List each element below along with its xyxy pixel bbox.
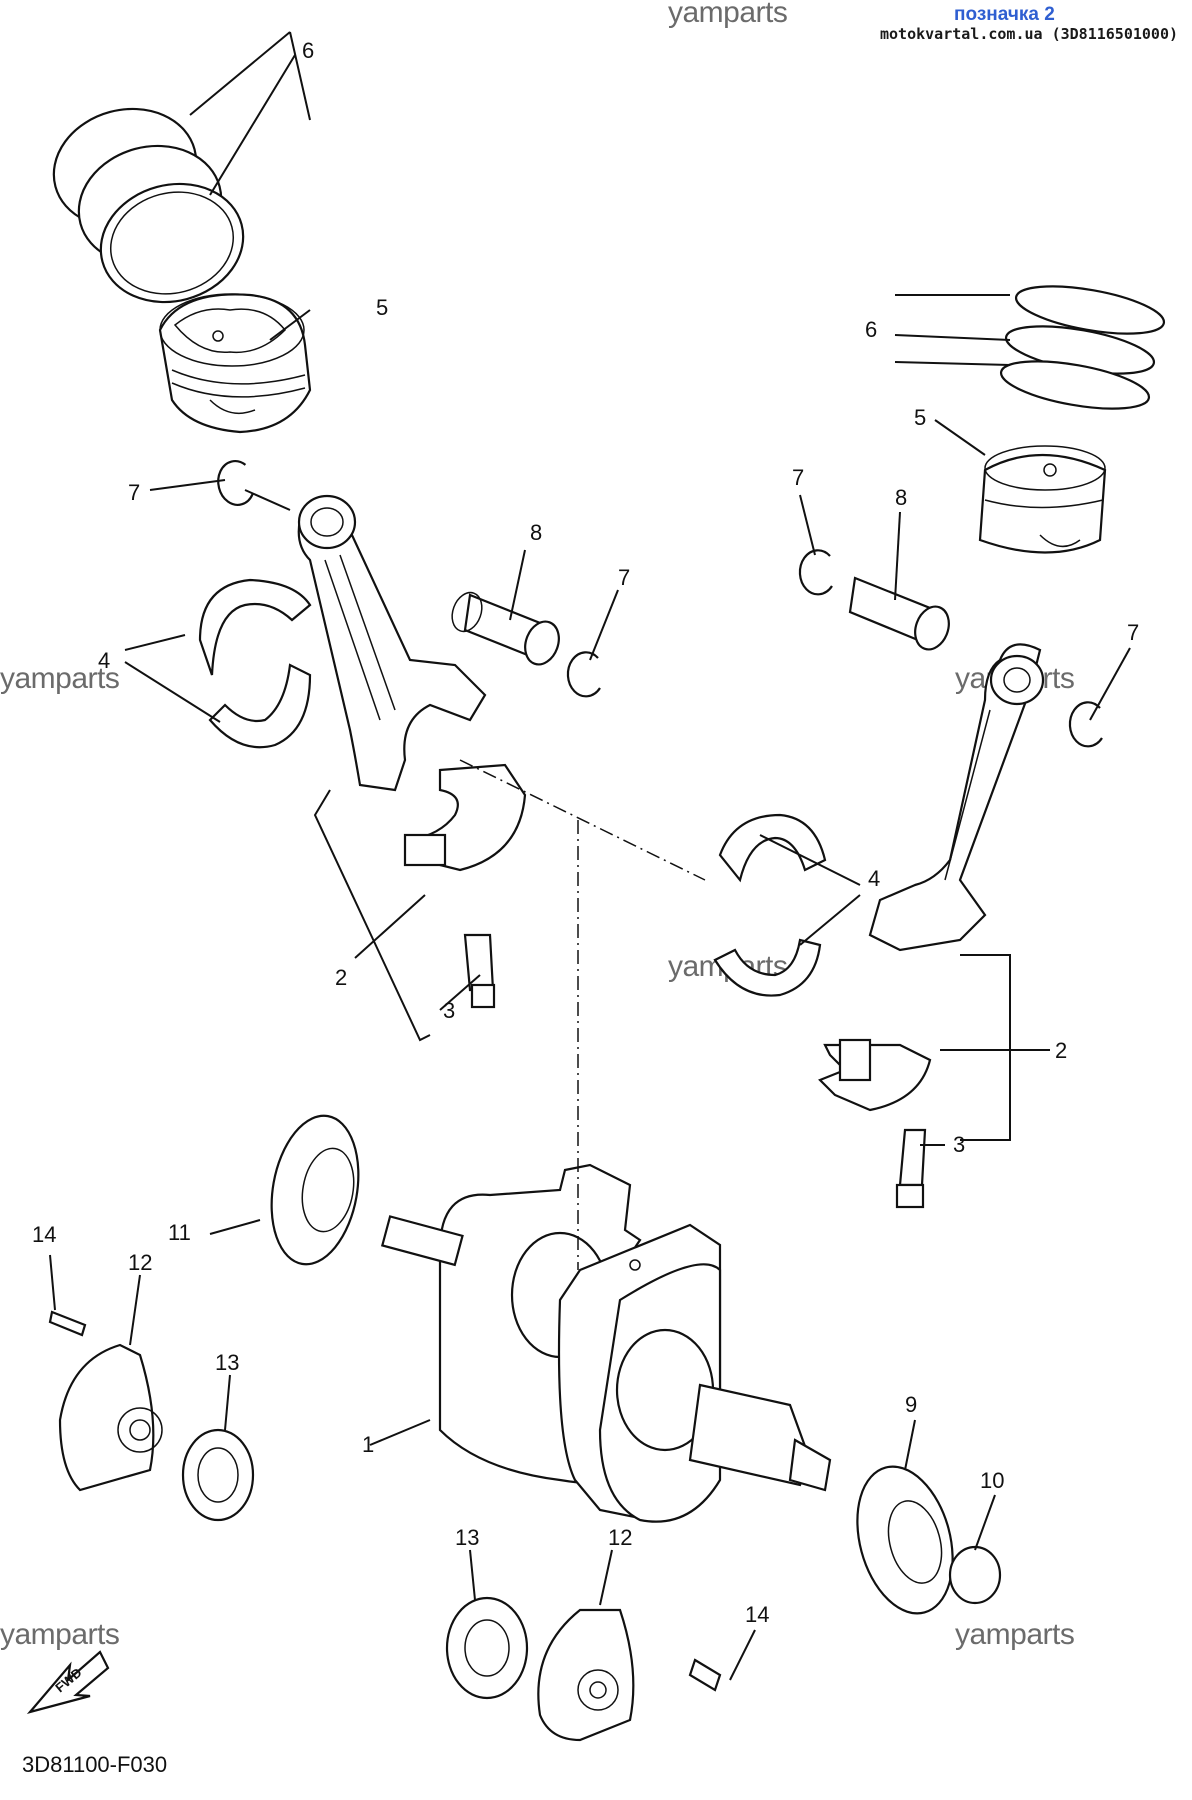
callout-12-left: 12 — [128, 1250, 152, 1275]
callout-3-right: 3 — [953, 1132, 965, 1157]
callout-14-left: 14 — [32, 1222, 56, 1247]
balancer-left — [58, 1343, 163, 1492]
bolt-14-left — [48, 1310, 87, 1337]
crankshaft — [380, 1163, 832, 1523]
gear-11 — [270, 1114, 360, 1266]
diagram-code: 3D81100-F030 — [22, 1752, 168, 1777]
callout-4-left: 4 — [98, 648, 110, 673]
bearing-13-left — [181, 1428, 255, 1522]
piston-rings-left — [52, 107, 245, 304]
watermark-left-upper: yamparts — [0, 662, 120, 695]
rod-cap-right — [818, 1038, 932, 1112]
site-reference: motokvartal.com.ua (3D8116501000) — [880, 25, 1179, 43]
snap-ring-10 — [948, 1545, 1002, 1605]
circlips — [217, 460, 1103, 748]
callout-7-left-a: 7 — [128, 480, 140, 505]
callout-7-right-a: 7 — [792, 465, 804, 490]
piston-right — [978, 445, 1107, 554]
callout-5-left: 5 — [376, 295, 388, 320]
callout-8-right: 8 — [895, 485, 907, 510]
gear-9 — [856, 1465, 954, 1615]
callout-13-right: 13 — [455, 1525, 479, 1550]
tag-label: позначка 2 — [954, 4, 1055, 25]
piston-left — [158, 293, 312, 434]
callout-9: 9 — [905, 1392, 917, 1417]
callout-13-left: 13 — [215, 1350, 239, 1375]
connecting-rod-right — [868, 643, 1045, 952]
callout-6-right: 6 — [865, 317, 877, 342]
callout-2-left: 2 — [335, 965, 347, 990]
callout-6-left: 6 — [302, 38, 314, 63]
piston-pins — [451, 576, 950, 666]
leader-lines — [49, 31, 1131, 1681]
rod-bolt-left — [463, 933, 496, 1009]
bearings-right — [713, 813, 827, 997]
watermark-right-lower: yamparts — [955, 1618, 1075, 1651]
callout-5-right: 5 — [914, 405, 926, 430]
alignment-line — [459, 759, 706, 1270]
callout-10: 10 — [980, 1468, 1004, 1493]
callout-8-left: 8 — [530, 520, 542, 545]
bolt-14-right — [688, 1658, 722, 1692]
rod-bolt-right — [895, 1128, 927, 1209]
watermark-top: yamparts — [668, 0, 788, 29]
bearing-13-right — [445, 1596, 529, 1700]
callout-2-right: 2 — [1055, 1038, 1067, 1063]
callout-numbers: 6 5 7 8 7 4 2 3 6 5 7 8 7 4 2 3 11 14 12… — [32, 38, 1139, 1627]
callout-1: 1 — [362, 1432, 374, 1457]
callout-12-right: 12 — [608, 1525, 632, 1550]
bearings-left — [198, 578, 312, 749]
connecting-rod-left — [297, 494, 487, 792]
callout-7-right-b: 7 — [1127, 620, 1139, 645]
callout-4-right: 4 — [868, 866, 880, 891]
fwd-arrow-icon: FWD — [26, 1650, 110, 1714]
balancer-right — [537, 1608, 635, 1742]
piston-rings-right — [999, 285, 1166, 410]
callout-11: 11 — [168, 1220, 191, 1245]
callout-3-left: 3 — [443, 998, 455, 1023]
watermark-left-lower: yamparts — [0, 1618, 120, 1651]
rod-cap-left — [403, 763, 527, 872]
callout-7-left-b: 7 — [618, 565, 630, 590]
callout-14-right: 14 — [745, 1602, 769, 1627]
